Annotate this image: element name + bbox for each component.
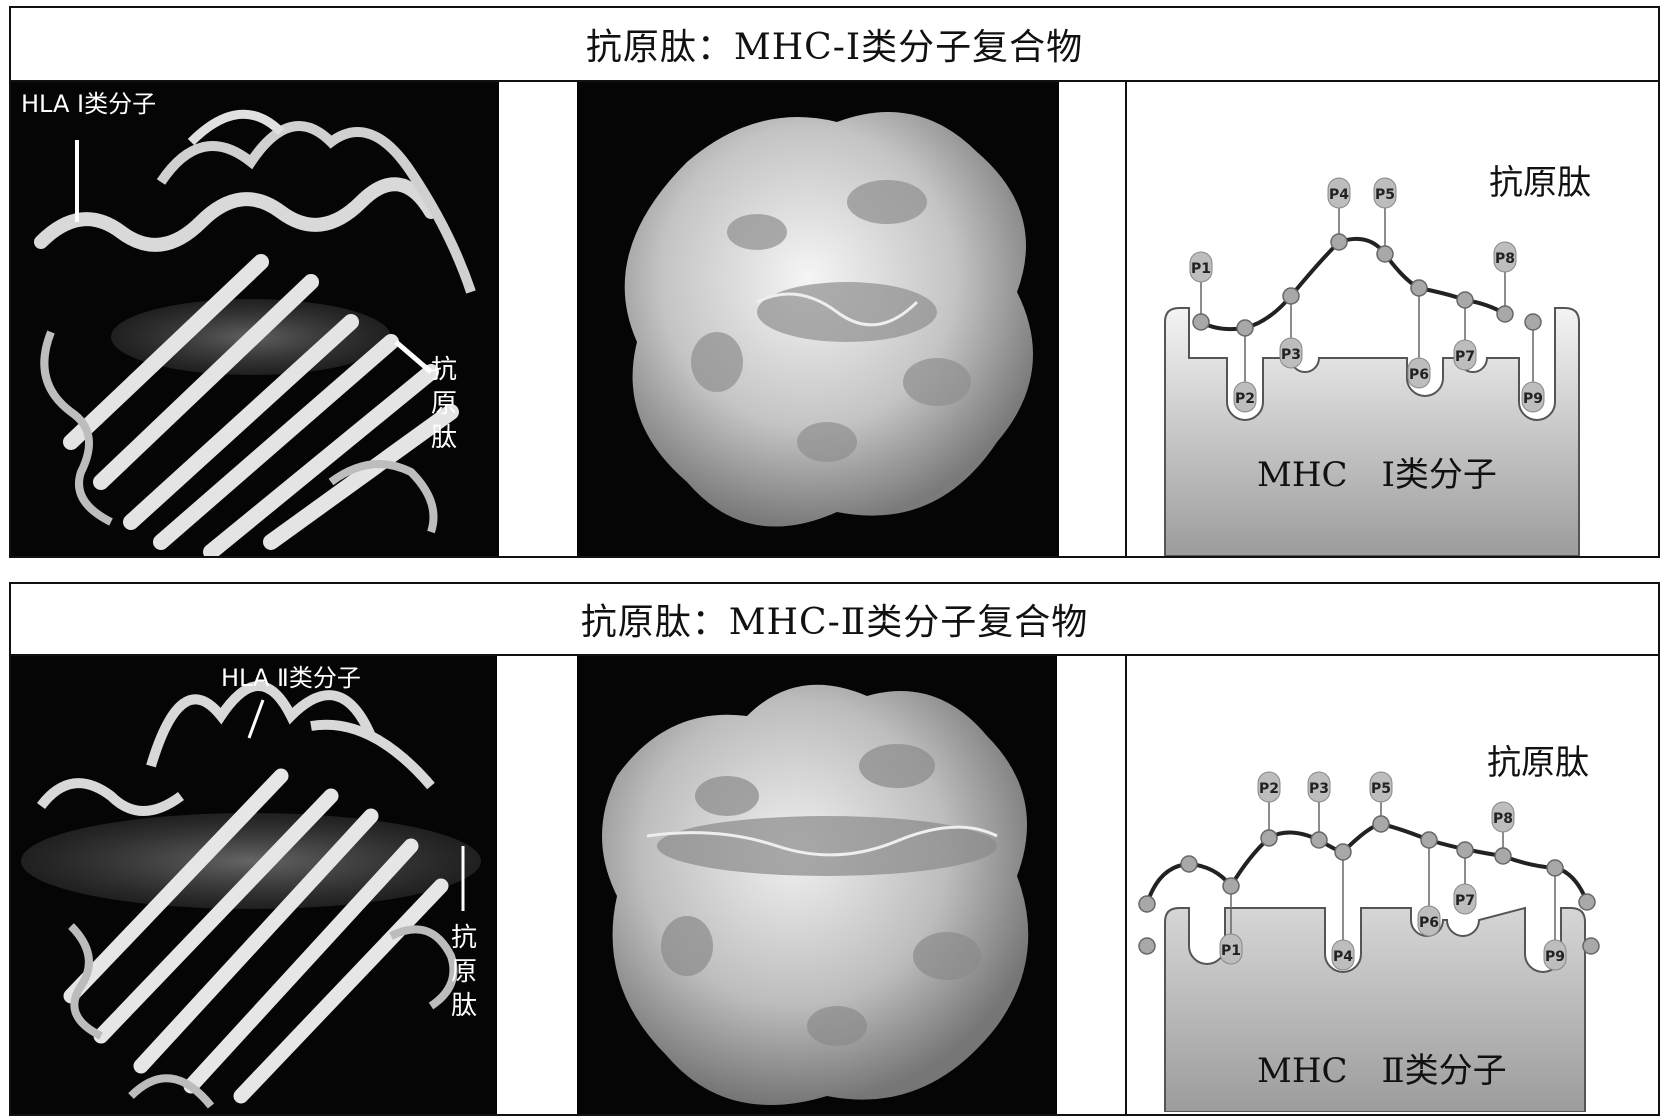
groove-schematic: P1 P2 P3 P4 P5 P6 P7 P8 P9 抗原肽 MHC Ⅰ类分子 — [1164, 163, 1591, 556]
ribbon-peptide-char-2: 原 — [451, 957, 477, 987]
hla-i-label: HLA Ⅰ类分子 — [21, 90, 156, 118]
hla-ii-pointer — [247, 699, 265, 739]
divider — [1125, 656, 1127, 1114]
peptide-label-mhc-i: 抗原肽 — [1489, 163, 1591, 203]
mhc-ii-label: MHC Ⅱ类分子 — [1257, 1051, 1507, 1091]
peptide-pointer-i — [394, 340, 433, 374]
p3-label: P3 — [1309, 781, 1329, 797]
ribbon-structure-mhc-i: HLA Ⅰ类分子 抗 原 肽 — [11, 82, 499, 556]
p8-label: P8 — [1495, 251, 1515, 267]
ribbon-peptide-char-1: 抗 — [431, 355, 457, 385]
mhc-class-ii-panel: 抗原肽：MHC-Ⅱ类分子复合物 — [9, 582, 1660, 1116]
ribbon-peptide-char-1: 抗 — [451, 923, 477, 953]
mhc-class-i-panel: 抗原肽：MHC-Ⅰ类分子复合物 — [9, 6, 1660, 558]
position-marker — [1327, 177, 1351, 209]
position-marker — [1417, 905, 1441, 937]
position-marker — [1279, 337, 1303, 369]
position-marker — [1407, 357, 1431, 389]
surface-structure-mhc-i — [577, 82, 1059, 556]
p9-label: P9 — [1545, 949, 1565, 965]
position-marker — [1491, 801, 1515, 833]
position-marker — [1331, 939, 1355, 971]
surface-structure-mhc-ii — [577, 656, 1057, 1114]
ribbon-peptide-char-3: 肽 — [431, 423, 457, 453]
p5-label: P5 — [1375, 187, 1395, 203]
p7-label: P7 — [1455, 349, 1475, 365]
groove-schematic: P1 P2 P3 P4 P5 P6 P7 P8 P9 抗原肽 MHC Ⅱ类分子 — [1138, 743, 1600, 1112]
position-marker — [1543, 939, 1567, 971]
p2-label: P2 — [1235, 391, 1255, 407]
position-marker — [1369, 771, 1393, 803]
p1-label: P1 — [1191, 261, 1211, 277]
panel-title-mhc-ii: 抗原肽：MHC-Ⅱ类分子复合物 — [11, 584, 1658, 656]
p4-label: P4 — [1329, 187, 1349, 203]
mhc-i-label: MHC Ⅰ类分子 — [1257, 455, 1497, 495]
panel-title-mhc-i: 抗原肽：MHC-Ⅰ类分子复合物 — [11, 8, 1658, 82]
p6-label: P6 — [1419, 915, 1439, 931]
position-marker — [1189, 251, 1213, 283]
groove-diagram-mhc-ii: P1 P2 P3 P4 P5 P6 P7 P8 P9 抗原肽 MHC Ⅱ类分子 — [1129, 656, 1658, 1114]
divider — [1125, 82, 1127, 556]
p1-label: P1 — [1221, 943, 1241, 959]
position-marker — [1373, 177, 1397, 209]
position-marker — [1307, 771, 1331, 803]
p3-label: P3 — [1281, 347, 1301, 363]
hla-ii-label: HLA Ⅱ类分子 — [221, 664, 361, 692]
surface-model-image — [624, 112, 1033, 527]
p4-label: P4 — [1333, 949, 1353, 965]
position-marker — [1453, 883, 1477, 915]
position-marker — [1233, 381, 1257, 413]
ribbon-model-image: HLA Ⅰ类分子 抗 原 肽 — [21, 90, 476, 556]
p7-label: P7 — [1455, 893, 1475, 909]
ribbon-peptide-char-2: 原 — [431, 389, 457, 419]
p9-label: P9 — [1523, 391, 1543, 407]
ribbon-peptide-char-3: 肽 — [451, 991, 477, 1021]
position-marker — [1493, 241, 1517, 273]
peptide-label-mhc-ii: 抗原肽 — [1487, 743, 1589, 783]
position-marker — [1521, 381, 1545, 413]
p2-label: P2 — [1259, 781, 1279, 797]
ribbon-model-image: HLA Ⅱ类分子 抗 原 肽 — [21, 664, 481, 1109]
position-marker — [1453, 339, 1477, 371]
p6-label: P6 — [1409, 367, 1429, 383]
ribbon-structure-mhc-ii: HLA Ⅱ类分子 抗 原 肽 — [11, 656, 497, 1114]
position-marker — [1257, 771, 1281, 803]
position-marker — [1219, 933, 1243, 965]
p5-label: P5 — [1371, 781, 1391, 797]
p8-label: P8 — [1493, 811, 1513, 827]
groove-diagram-mhc-i: P1 P2 P3 P4 P5 P6 P7 P8 P9 抗原肽 MHC Ⅰ类分子 — [1129, 82, 1658, 556]
surface-model-image — [602, 684, 1029, 1105]
